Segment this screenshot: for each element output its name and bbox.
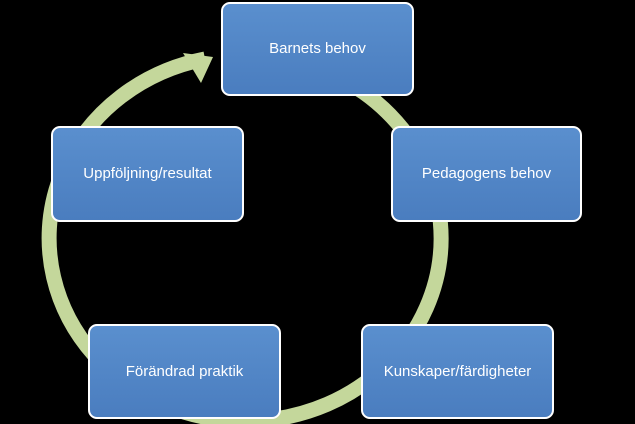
node-uppfoljning-resultat: Uppföljning/resultat — [51, 126, 244, 222]
node-barnets-behov: Barnets behov — [221, 2, 414, 96]
node-pedagogens-behov: Pedagogens behov — [391, 126, 582, 222]
cycle-arrowhead-icon — [183, 53, 213, 83]
node-forandrad-praktik: Förändrad praktik — [88, 324, 281, 419]
node-kunskaper-fardigheter: Kunskaper/färdigheter — [361, 324, 554, 419]
